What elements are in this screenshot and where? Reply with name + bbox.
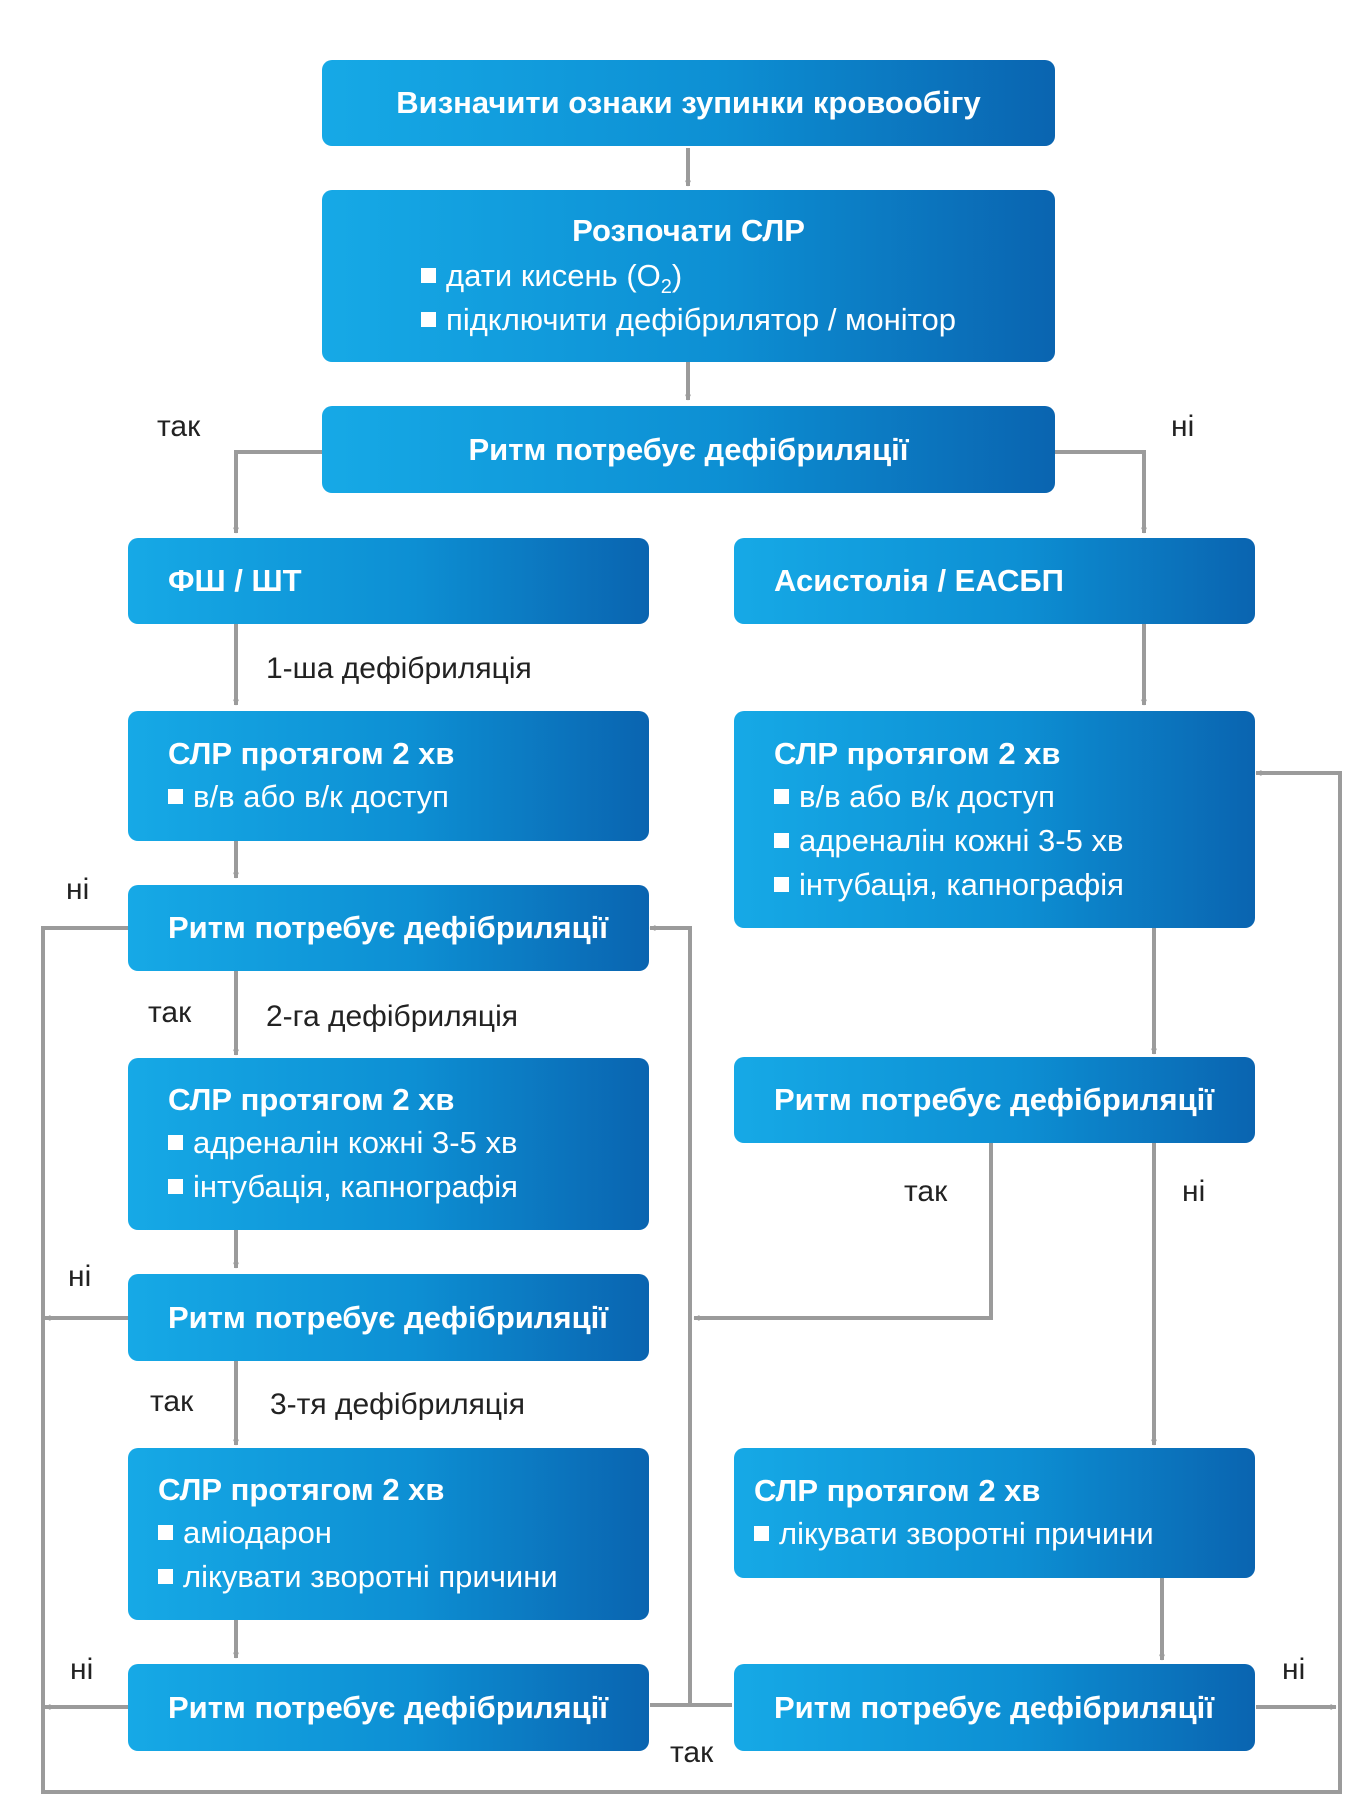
label-shock-3: 3-тя дефібриляція (270, 1388, 525, 1421)
decision-shockable-l1: Ритм потребує дефібриляції (128, 885, 649, 971)
step-start-cpr-title: Розпочати СЛР (572, 213, 805, 248)
bullet-square-icon (754, 1526, 769, 1541)
step-start-cpr-content: Розпочати СЛР дати кисень (O2) підключит… (421, 210, 956, 342)
bullet-square-icon (774, 876, 789, 892)
label-no-r5: ні (1282, 1653, 1306, 1686)
arrow-b3-no (1055, 450, 1147, 534)
bullet-square-icon (774, 832, 789, 848)
arrow-shared-to-l3 (649, 925, 692, 1705)
decision-shockable-l3: Ритм потребує дефібриляції (128, 1664, 649, 1751)
bullet-square-icon (168, 1179, 183, 1194)
decision-shockable-r1: Ритм потребує дефібриляції (734, 1057, 1255, 1143)
list-item: лікувати зворотні причини (754, 1512, 1255, 1556)
label-no-l5: ні (68, 1260, 92, 1293)
label-yes-l5: так (150, 1385, 194, 1418)
list-item: в/в або в/к доступ (168, 775, 649, 819)
step-cpr-r1: СЛР протягом 2 хв в/в або в/к доступ адр… (734, 711, 1255, 928)
step-start-cpr: Розпочати СЛР дати кисень (O2) підключит… (322, 190, 1055, 362)
bullet-square-icon (421, 312, 437, 327)
arrow-r3-yes (693, 1142, 993, 1321)
label-yes-r3: так (904, 1175, 948, 1208)
list-item: лікувати зворотні причини (158, 1555, 649, 1599)
bullet-square-icon (158, 1525, 173, 1540)
step-cpr-l2: СЛР протягом 2 хв адреналін кожні 3-5 хв… (128, 1058, 649, 1230)
bullet-square-icon (158, 1569, 173, 1584)
list-item: в/в або в/к доступ (774, 775, 1255, 819)
list-item: адреналін кожні 3-5 хв (168, 1121, 649, 1165)
line-l3-no-loop (41, 770, 1342, 1794)
label-yes-l3: так (148, 996, 192, 1029)
step-vf-vt: ФШ / ШТ (128, 538, 649, 624)
step-cpr-l3: СЛР протягом 2 хв аміодарон лікувати зво… (128, 1448, 649, 1620)
label-no-l7: ні (70, 1653, 94, 1686)
bullet-square-icon (774, 788, 789, 804)
list-item: аміодарон (158, 1511, 649, 1555)
label-yes-bottom: так (670, 1736, 714, 1769)
label-no-l3: ні (66, 873, 90, 906)
list-item: інтубація, капнографія (168, 1165, 649, 1209)
bullet-square-icon (421, 268, 437, 283)
step-identify-arrest: Визначити ознаки зупинки кровообігу (322, 60, 1055, 146)
bullet-square-icon (168, 1135, 183, 1150)
step-cpr-l1: СЛР протягом 2 хв в/в або в/к доступ (128, 711, 649, 841)
step-cpr-r2: СЛР протягом 2 хв лікувати зворотні прич… (734, 1448, 1255, 1578)
step-asystole-pea: Асистолія / ЕАСБП (734, 538, 1255, 624)
step-identify-arrest-title: Визначити ознаки зупинки кровообігу (396, 85, 981, 120)
arrow-b3-yes (233, 450, 322, 534)
label-yes-top: так (157, 410, 201, 443)
list-item: адреналін кожні 3-5 хв (774, 819, 1255, 863)
start-cpr-item-oxygen: дати кисень (O2) (421, 254, 956, 298)
label-shock-1: 1-ша дефібриляція (266, 652, 532, 685)
start-cpr-item-monitor: підключити дефібрилятор / монітор (421, 298, 956, 342)
decision-shockable-l2: Ритм потребує дефібриляції (128, 1274, 649, 1361)
label-shock-2: 2-га дефібриляція (266, 1000, 518, 1033)
decision-shockable-top: Ритм потребує дефібриляції (322, 406, 1055, 493)
label-no-r3: ні (1182, 1175, 1206, 1208)
list-item: інтубація, капнографія (774, 863, 1255, 907)
bullet-square-icon (168, 789, 183, 804)
label-no-top: ні (1171, 410, 1195, 443)
decision-shockable-r2: Ритм потребує дефібриляції (734, 1664, 1255, 1751)
